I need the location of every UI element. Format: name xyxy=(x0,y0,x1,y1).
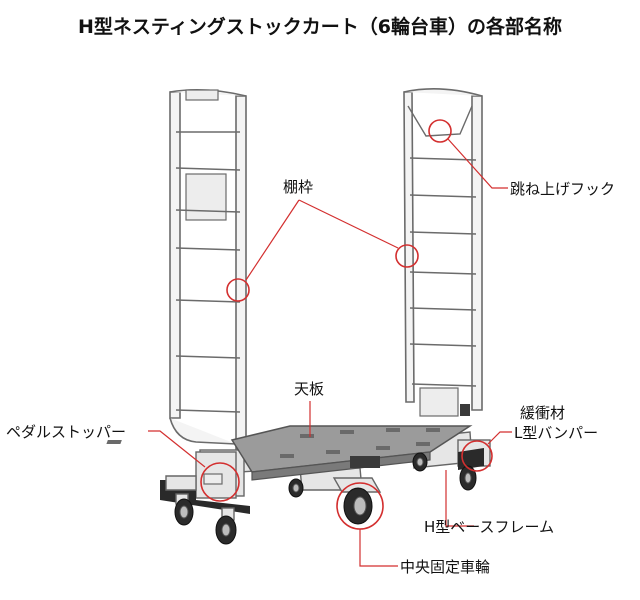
label-bumper-line1: 緩衝材 xyxy=(520,404,565,422)
wheel-rear-left xyxy=(412,452,428,472)
front-left-corner xyxy=(160,451,250,514)
pedal-stopper-ring xyxy=(200,462,240,502)
caster-wheels xyxy=(174,452,477,545)
label-center-wheel: 中央固定車輪 xyxy=(400,558,490,576)
rack-frame-ring-right xyxy=(395,244,419,268)
hook-ring xyxy=(428,119,452,143)
wheel-center-fixed xyxy=(332,477,382,525)
bumper-ring xyxy=(461,440,493,472)
label-hook: 跳ね上げフック xyxy=(510,180,615,198)
hook-leader xyxy=(447,138,508,189)
cart-illustration xyxy=(106,88,491,545)
bumper-leader xyxy=(487,431,512,445)
diagram-title: H型ネスティングストックカート（6輪台車）の各部名称 xyxy=(78,15,562,38)
center-wheel-leader xyxy=(359,529,398,567)
label-pedal-stopper: ペダルストッパー xyxy=(6,423,126,441)
base-frame-leader xyxy=(445,470,474,527)
wheel-front-left xyxy=(174,493,194,526)
rack-frame-leader-left xyxy=(245,199,300,281)
pedal-stopper-leader xyxy=(148,430,206,468)
right-rack-frame xyxy=(403,88,483,417)
label-h-base-frame: H型ベースフレーム xyxy=(424,518,554,536)
left-rack-frame xyxy=(169,88,247,451)
rack-frame-ring-left xyxy=(226,278,250,302)
label-bumper-line2: L型バンパー xyxy=(514,424,598,442)
wheel-rear-right xyxy=(459,465,477,491)
callouts: 棚枠 跳ね上げフック 天板 ペダルストッパー 緩衝材 L型バンパー H型ベースフ… xyxy=(6,119,615,576)
label-rack-frame: 棚枠 xyxy=(283,178,313,196)
top-plate xyxy=(106,425,473,481)
wheel-center-rear xyxy=(288,478,304,498)
wheel-front-right xyxy=(215,507,237,545)
rack-frame-leader-right xyxy=(298,199,399,249)
label-top-plate: 天板 xyxy=(294,380,324,398)
